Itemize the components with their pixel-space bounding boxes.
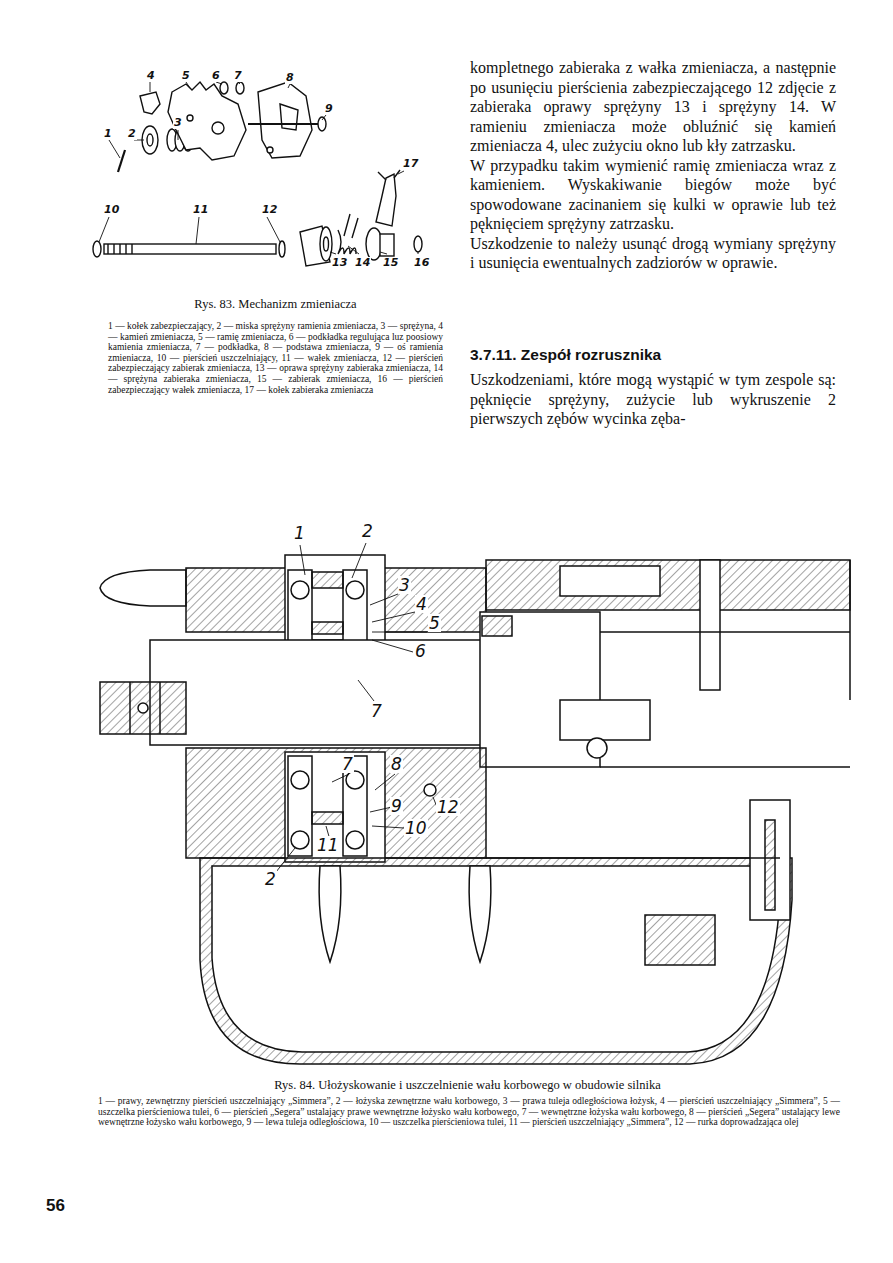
callout-number: 7: [341, 755, 354, 773]
callout-number: 3: [398, 576, 411, 594]
callout-number: 2: [127, 128, 137, 140]
callout-number: 12: [261, 204, 278, 216]
body-text: W przypadku takim wymienić ramię zmienia…: [470, 156, 836, 234]
figure-legend: 1 — prawy, zewnętrzny pierścień uszczeln…: [98, 1096, 840, 1128]
callout-number: 11: [192, 204, 209, 216]
section-heading: 3.7.11. Zespół rozrusznika: [470, 345, 836, 364]
callout-number: 5: [428, 614, 441, 632]
figure-caption: Rys. 84. Ułożyskowanie i uszczelnienie w…: [95, 1078, 840, 1093]
figure-caption: Rys. 83. Mechanizm zmieniacza: [108, 297, 443, 312]
callout-number: 12: [436, 798, 460, 816]
callout-number: 15: [382, 257, 399, 269]
callout-number: 4: [146, 70, 156, 82]
callout-number: 9: [390, 797, 403, 815]
callout-number: 14: [354, 257, 371, 269]
body-text: Uszkodzeniami, które mogą wystąpić w tym…: [470, 370, 836, 429]
callout-number: 2: [361, 522, 374, 540]
figure-legend: 1 — kołek zabezpieczający, 2 — miska spr…: [108, 321, 443, 395]
body-text: Uszkodzenie to należy usunąć drogą wymia…: [470, 234, 836, 273]
callout-number: 6: [211, 70, 221, 82]
callout-number: 4: [415, 595, 428, 613]
callout-number: 8: [390, 755, 403, 773]
callout-number: 11: [316, 836, 340, 854]
page-number: 56: [46, 1196, 65, 1216]
callout-number: 10: [404, 819, 428, 837]
callout-number: 7: [370, 702, 383, 720]
callout-number: 1: [293, 524, 306, 542]
callout-number: 8: [285, 72, 295, 84]
callout-number: 5: [181, 70, 191, 82]
callout-number: 10: [103, 204, 120, 216]
callout-number: 9: [324, 103, 334, 115]
callout-number: 16: [413, 257, 430, 269]
callout-number: 7: [233, 70, 243, 82]
callout-number: 6: [414, 642, 427, 660]
body-text: kompletnego zabieraka z wałka zmieniacza…: [470, 58, 836, 156]
callout-number: 17: [402, 158, 419, 170]
callout-number: 2: [264, 870, 277, 888]
callout-number: 1: [103, 128, 113, 140]
callout-number: 13: [331, 257, 348, 269]
callout-number: 3: [173, 117, 183, 129]
